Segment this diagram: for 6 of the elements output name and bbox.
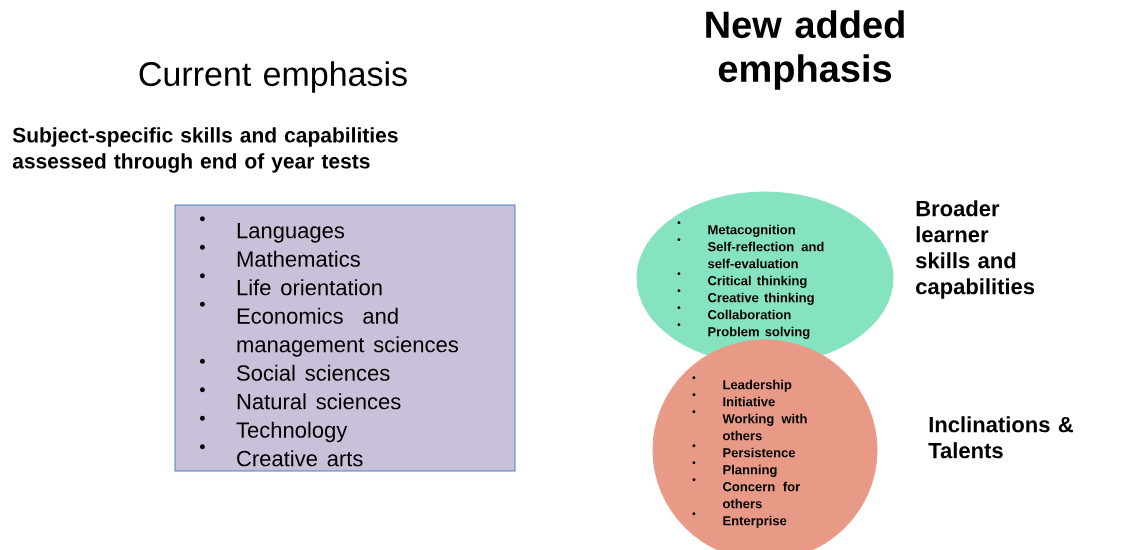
heading: New added emphasis <box>706 10 904 90</box>
side-label: Inclinations & Talents <box>928 416 1073 459</box>
heading: Current emphasis <box>139 61 407 93</box>
side-label: Broader learner skills and capabilities <box>916 200 1035 299</box>
subheading: Subject-specific skills and capabilities assessed through end of year tests <box>12 127 398 173</box>
subject-list-box: Languages Mathematics Life orientation Economics and management sciences Social sciences Natural sciences Technology Creative arts <box>174 204 516 472</box>
